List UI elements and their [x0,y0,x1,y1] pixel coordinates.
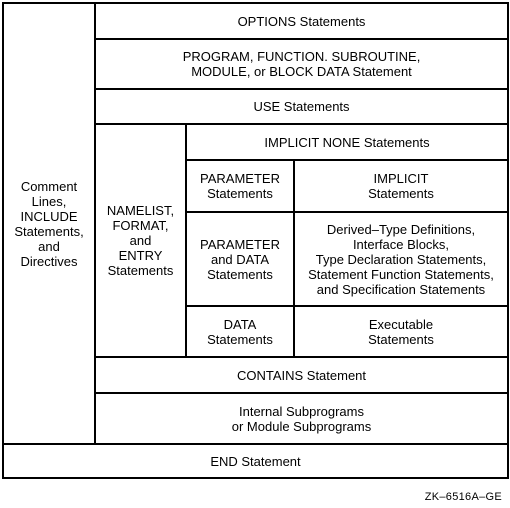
use-statements-label: USE Statements [253,99,350,114]
contains-statement-box: CONTAINS Statement [94,356,509,394]
parameter-and-data-statements-label: PARAMETER and DATA Statements [200,236,280,282]
internal-subprograms-box: Internal Subprograms or Module Subprogra… [94,392,509,445]
contains-statement-label: CONTAINS Statement [236,367,367,383]
figure-id: ZK–6516A–GE [424,491,502,503]
program-unit-statement-box: PROGRAM, FUNCTION. SUBROUTINE, MODULE, o… [94,38,509,90]
implicit-statements-box: IMPLICIT Statements [293,159,509,213]
executable-statements-label: Executable Statements [368,316,434,347]
specification-statements-label: Derived–Type Definitions, Interface Bloc… [308,221,494,297]
end-statement-label: END Statement [210,453,301,469]
internal-subprograms-label: Internal Subprograms or Module Subprogra… [231,403,372,434]
parameter-and-data-statements-box: PARAMETER and DATA Statements [185,211,295,307]
specification-statements-box: Derived–Type Definitions, Interface Bloc… [293,211,509,307]
implicit-none-statements-label: IMPLICIT NONE Statements [264,134,430,150]
options-statements-box: OPTIONS Statements [94,2,509,40]
namelist-format-entry-label: NAMELIST, FORMAT, and ENTRY Statements [106,203,175,278]
executable-statements-box: Executable Statements [293,305,509,358]
comment-lines-box: Comment Lines, INCLUDE Statements, and D… [2,2,96,445]
options-statements-label: OPTIONS Statements [237,13,366,29]
use-statements-box: USE Statements [94,88,509,125]
namelist-format-entry-box: NAMELIST, FORMAT, and ENTRY Statements [94,123,187,358]
comment-lines-label: Comment Lines, INCLUDE Statements, and D… [14,178,84,269]
data-statements-box: DATA Statements [185,305,295,358]
parameter-statements-box: PARAMETER Statements [185,159,295,213]
end-statement-box: END Statement [2,443,509,479]
data-statements-label: DATA Statements [207,316,273,347]
program-unit-statement-label: PROGRAM, FUNCTION. SUBROUTINE, MODULE, o… [182,49,421,79]
implicit-statements-label: IMPLICIT Statements [368,171,434,201]
parameter-statements-label: PARAMETER Statements [200,171,280,201]
implicit-none-statements-box: IMPLICIT NONE Statements [185,123,509,161]
